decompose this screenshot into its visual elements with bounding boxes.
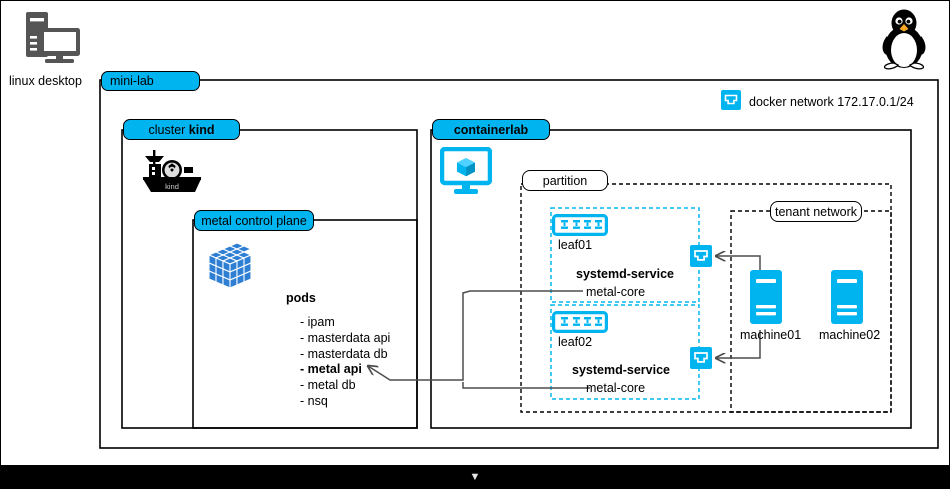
partition-label-text: partition <box>542 173 588 188</box>
page-frame <box>0 0 950 466</box>
svg-text:kind: kind <box>165 182 179 191</box>
chevron-down-icon[interactable]: ▼ <box>469 471 481 483</box>
tenant-network-label: tenant network <box>770 201 862 222</box>
network-switch-icon <box>552 214 608 236</box>
machine01-name: machine01 <box>740 328 802 342</box>
pod-item: - ipam <box>300 315 335 329</box>
kubernetes-cube-icon <box>202 238 258 294</box>
partition-label: partition <box>522 170 608 191</box>
cluster-kind-prefix: cluster <box>148 122 189 137</box>
network-port-icon <box>721 90 741 110</box>
leaf02-systemd-service-name: metal-core <box>586 381 646 395</box>
server-icon <box>829 268 865 326</box>
leaf01-name: leaf01 <box>558 238 593 252</box>
cluster-kind-label: cluster kind <box>123 119 240 140</box>
network-switch-icon <box>552 311 608 333</box>
leaf02-name: leaf02 <box>558 335 593 349</box>
linux-desktop-icon <box>14 8 86 66</box>
tenant-network-label-text: tenant network <box>775 204 857 219</box>
kind-ship-logo: kind <box>139 148 211 196</box>
containerlab-monitor-cube-icon <box>439 146 493 197</box>
network-port-icon <box>690 347 712 369</box>
pods-title: pods <box>286 291 316 305</box>
cluster-kind-label-text: cluster kind <box>149 123 215 137</box>
pod-item: - metal db <box>300 378 356 393</box>
metal-control-plane-label-text: metal control plane <box>201 213 307 228</box>
pod-item: - masterdata db <box>300 346 388 361</box>
leaf02-systemd-service-title: systemd-service <box>572 363 670 377</box>
leaf01-systemd-service-name: metal-core <box>586 285 646 299</box>
pod-item: - masterdata api <box>300 330 391 345</box>
bottom-bar: ▼ <box>0 466 950 489</box>
mini-lab-label: mini-lab <box>101 71 200 91</box>
containerlab-label: containerlab <box>432 119 550 140</box>
docker-network-label: docker network 172.17.0.1/24 <box>749 95 914 109</box>
server-icon <box>748 268 784 326</box>
pod-item: - nsq <box>300 393 328 408</box>
machine02-name: machine02 <box>819 328 881 342</box>
tux-penguin-logo <box>874 6 934 70</box>
cluster-kind-strong: kind <box>188 122 215 137</box>
containerlab-label-text: containerlab <box>453 122 529 137</box>
mini-lab-label-text: mini-lab <box>110 74 154 88</box>
network-port-icon <box>690 245 712 267</box>
linux-desktop-label: linux desktop <box>9 74 82 88</box>
pod-item-metal-api: - metal api <box>300 362 362 377</box>
metal-control-plane-label: metal control plane <box>194 210 314 231</box>
leaf01-systemd-service-title: systemd-service <box>576 267 674 281</box>
pods-list: - ipam - masterdata api - masterdata db … <box>300 315 390 410</box>
